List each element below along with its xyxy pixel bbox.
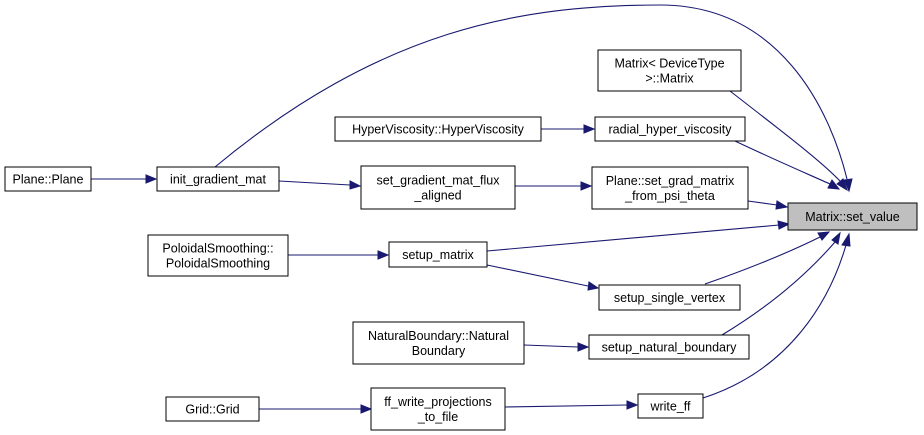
edge-natural-boundary-to-setup-natural-boundary bbox=[523, 342, 590, 352]
edge-setup-single-vertex-to-set-value bbox=[704, 231, 831, 285]
node-label: radial_hyper_viscosity bbox=[609, 123, 733, 137]
node-label: Plane::Plane bbox=[13, 173, 84, 187]
node-natural-boundary[interactable]: NaturalBoundary::NaturalBoundary bbox=[352, 321, 525, 365]
node-setup-single-vertex[interactable]: setup_single_vertex bbox=[598, 284, 741, 311]
node-write-ff[interactable]: write_ff bbox=[637, 393, 704, 419]
edge-hyperviscosity-to-radial-hyper-viscosity bbox=[541, 124, 596, 134]
node-plane-set-grad-matrix[interactable]: Plane::set_grad_matrix_from_psi_theta bbox=[591, 166, 749, 210]
node-init-gradient-mat[interactable]: init_gradient_mat bbox=[156, 166, 280, 192]
node-label: _aligned bbox=[413, 189, 461, 203]
edge-ff-write-projections-to-write-ff bbox=[504, 400, 639, 410]
node-label: Matrix< DeviceType bbox=[614, 57, 724, 71]
edge-radial-hyper-viscosity-to-set-value bbox=[734, 140, 841, 190]
edge-grid-to-ff-write-projections bbox=[259, 404, 373, 414]
node-label: ff_write_projections bbox=[384, 395, 491, 409]
edge-init-gradient-mat-to-set-gradient-mat-flux bbox=[278, 180, 362, 190]
node-label: HyperViscosity::HyperViscosity bbox=[352, 123, 525, 137]
edge-plane-to-init-gradient-mat bbox=[91, 174, 158, 184]
node-label: >::Matrix bbox=[645, 72, 694, 86]
node-label: set_gradient_mat_flux bbox=[377, 174, 501, 188]
node-label: setup_matrix bbox=[402, 248, 474, 262]
node-label: write_ff bbox=[649, 400, 691, 414]
node-setup-matrix[interactable]: setup_matrix bbox=[388, 241, 488, 268]
node-label: setup_single_vertex bbox=[614, 291, 726, 305]
edge-plane-set-grad-matrix-to-set-value bbox=[747, 200, 789, 210]
edge-init-gradient-mat-to-set-value bbox=[214, 4, 853, 193]
node-label: PoloidalSmoothing:: bbox=[162, 242, 273, 256]
edge-setup-natural-boundary-to-set-value bbox=[721, 231, 841, 336]
node-label: Matrix::set_value bbox=[805, 210, 900, 224]
node-matrix-set-value[interactable]: Matrix::set_value bbox=[787, 202, 918, 231]
edge-poloidal-smoothing-to-setup-matrix bbox=[288, 250, 390, 260]
node-matrix-devicetype-matrix[interactable]: Matrix< DeviceType>::Matrix bbox=[597, 49, 742, 92]
node-label: PoloidalSmoothing bbox=[166, 257, 270, 271]
node-ff-write-projections-to-file[interactable]: ff_write_projections_to_file bbox=[370, 387, 506, 431]
node-set-gradient-mat-flux-aligned[interactable]: set_gradient_mat_flux_aligned bbox=[360, 165, 516, 210]
edge-write-ff-to-set-value bbox=[702, 232, 851, 399]
node-setup-natural-boundary[interactable]: setup_natural_boundary bbox=[588, 334, 750, 360]
edge-matrix-devicetype-to-set-value bbox=[729, 90, 848, 192]
edge-setup-matrix-to-set-value bbox=[486, 220, 791, 252]
node-label: Grid::Grid bbox=[185, 403, 239, 417]
node-grid-grid[interactable]: Grid::Grid bbox=[165, 396, 260, 422]
node-label: setup_natural_boundary bbox=[602, 341, 738, 355]
node-label: Plane::set_grad_matrix bbox=[606, 174, 735, 188]
node-label: NaturalBoundary::Natural bbox=[368, 329, 509, 343]
node-label: _to_file bbox=[417, 410, 458, 424]
node-hyperviscosity[interactable]: HyperViscosity::HyperViscosity bbox=[334, 116, 542, 142]
edge-set-gradient-mat-flux-to-plane-set-grad-matrix bbox=[515, 181, 593, 191]
node-label: _from_psi_theta bbox=[624, 189, 715, 203]
node-poloidal-smoothing[interactable]: PoloidalSmoothing::PoloidalSmoothing bbox=[147, 234, 289, 277]
node-label: Boundary bbox=[412, 344, 466, 358]
node-label: init_gradient_mat bbox=[170, 173, 266, 187]
node-radial-hyper-viscosity[interactable]: radial_hyper_viscosity bbox=[594, 116, 746, 142]
node-plane-plane[interactable]: Plane::Plane bbox=[4, 166, 92, 192]
edge-setup-matrix-to-setup-single-vertex bbox=[486, 264, 600, 291]
